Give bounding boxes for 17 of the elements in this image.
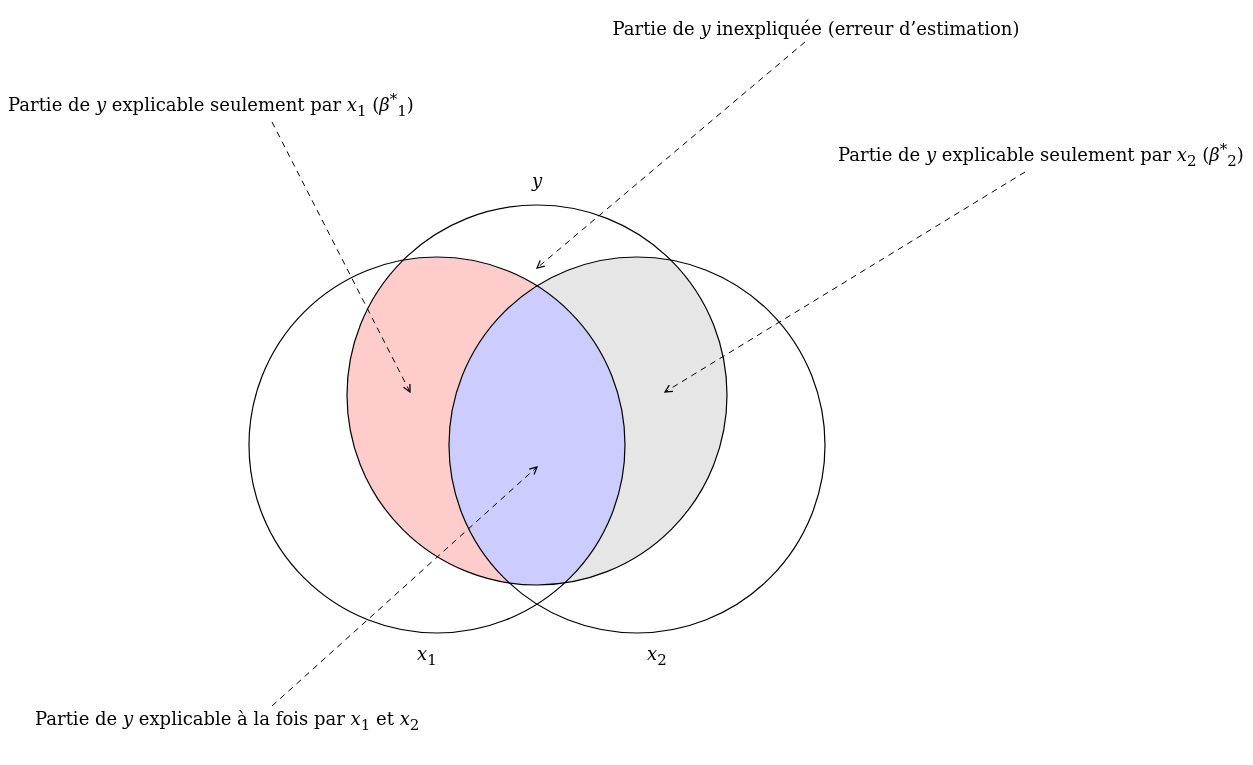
callout-text: Partie de y explicable seulement par x$_{2}$ (β$^{*}$$_{2}$) — [838, 140, 1244, 170]
circle-outline — [248, 256, 626, 634]
leader-line — [271, 466, 538, 707]
leader-line — [536, 41, 806, 269]
circle-label: x$_{2}$ — [647, 643, 667, 669]
circle-label: y — [532, 170, 543, 192]
leader-line — [664, 171, 1026, 393]
leader-line — [271, 121, 411, 393]
circle-label: x$_{1}$ — [417, 643, 437, 669]
lens-region — [449, 285, 625, 585]
callout-text: Partie de y explicable à la fois par x$_{1}$ et x$_{2}$ — [35, 708, 420, 734]
circle-outline — [448, 256, 826, 634]
circle-outline — [346, 204, 728, 586]
callout-text: Partie de y inexpliquée (erreur d’estimation) — [612, 18, 1020, 40]
crescent-region — [347, 257, 537, 583]
crescent-region — [537, 257, 727, 583]
callout-text: Partie de y explicable seulement par x$_{1}$ (β$^{*}$$_{1}$) — [8, 90, 414, 120]
